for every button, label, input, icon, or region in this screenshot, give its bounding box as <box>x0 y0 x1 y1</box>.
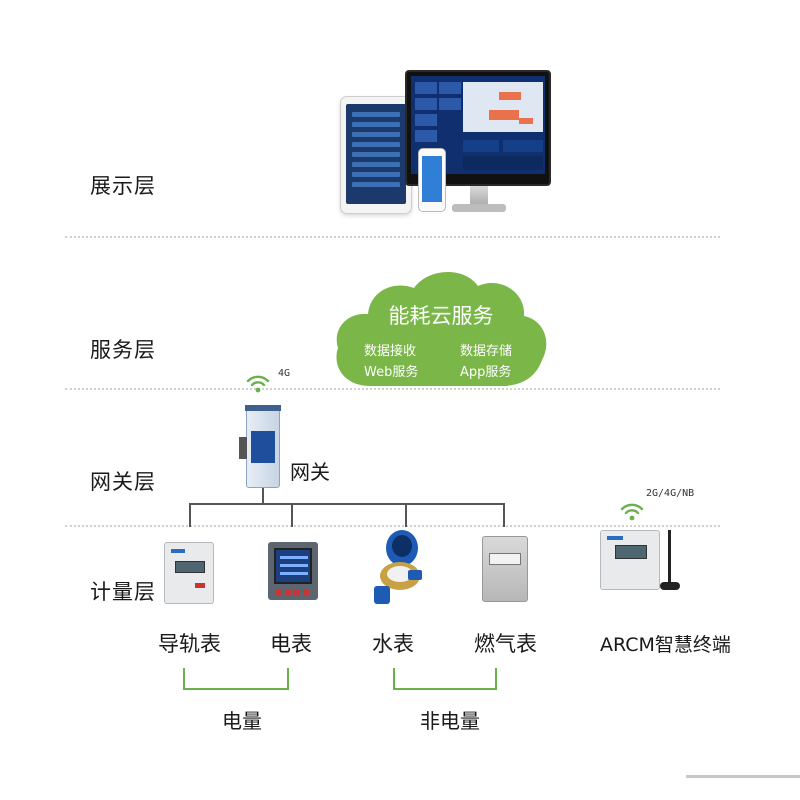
gateway-signal-label: 4G <box>278 368 291 379</box>
terminal-antenna-base <box>660 582 680 590</box>
layer-label-service: 服务层 <box>90 338 156 362</box>
rail-meter-image <box>164 542 214 604</box>
panel-meter-image <box>268 542 318 600</box>
layer-label-gateway: 网关层 <box>90 470 156 494</box>
wifi-signal-icon <box>620 503 644 521</box>
gateway-device-image <box>239 405 281 488</box>
device-label-gas-meter: 燃气表 <box>474 632 537 656</box>
group-bracket-electric <box>183 668 289 690</box>
divider-display-service <box>65 236 720 238</box>
cloud-item-data-receive: 数据接收 <box>364 344 417 359</box>
cloud-title: 能耗云服务 <box>388 304 494 328</box>
monitor-stand <box>470 186 488 206</box>
divider-service-gateway <box>65 388 720 390</box>
tablet-device-image <box>340 96 412 214</box>
device-label-rail-meter: 导轨表 <box>158 632 221 656</box>
cloud-item-data-storage: 数据存储 <box>460 344 513 359</box>
terminal-antenna <box>668 530 671 586</box>
group-label-electric: 电量 <box>222 709 262 733</box>
layer-label-display: 展示层 <box>90 174 156 198</box>
device-label-arcm-terminal: ARCM智慧终端 <box>600 634 731 656</box>
cloud-item-app-service: App服务 <box>460 365 512 380</box>
wifi-signal-icon <box>246 375 270 393</box>
bus-drop-gas-meter <box>503 503 505 527</box>
terminal-signal-label: 2G/4G/NB <box>646 488 695 499</box>
divider-gateway-metering <box>65 525 720 527</box>
bus-drop-rail-meter <box>189 503 191 527</box>
bus-line <box>190 503 504 505</box>
gateway-label: 网关 <box>290 460 330 484</box>
cloud-item-web-service: Web服务 <box>364 365 419 380</box>
group-bracket-non-electric <box>393 668 497 690</box>
phone-device-image <box>418 148 446 212</box>
group-label-non-electric: 非电量 <box>420 709 480 733</box>
water-meter-image <box>374 530 422 604</box>
bottom-rule <box>686 775 800 778</box>
gas-meter-image <box>482 536 528 602</box>
arcm-terminal-image <box>600 530 660 590</box>
bus-drop-water-meter <box>405 503 407 527</box>
gateway-connector <box>262 488 264 503</box>
device-label-power-meter: 电表 <box>270 632 312 656</box>
monitor-stand-base <box>452 204 506 212</box>
bus-drop-panel-meter <box>291 503 293 527</box>
cloud-shape <box>336 271 547 386</box>
device-label-water-meter: 水表 <box>372 632 414 656</box>
layer-label-metering: 计量层 <box>90 580 156 604</box>
